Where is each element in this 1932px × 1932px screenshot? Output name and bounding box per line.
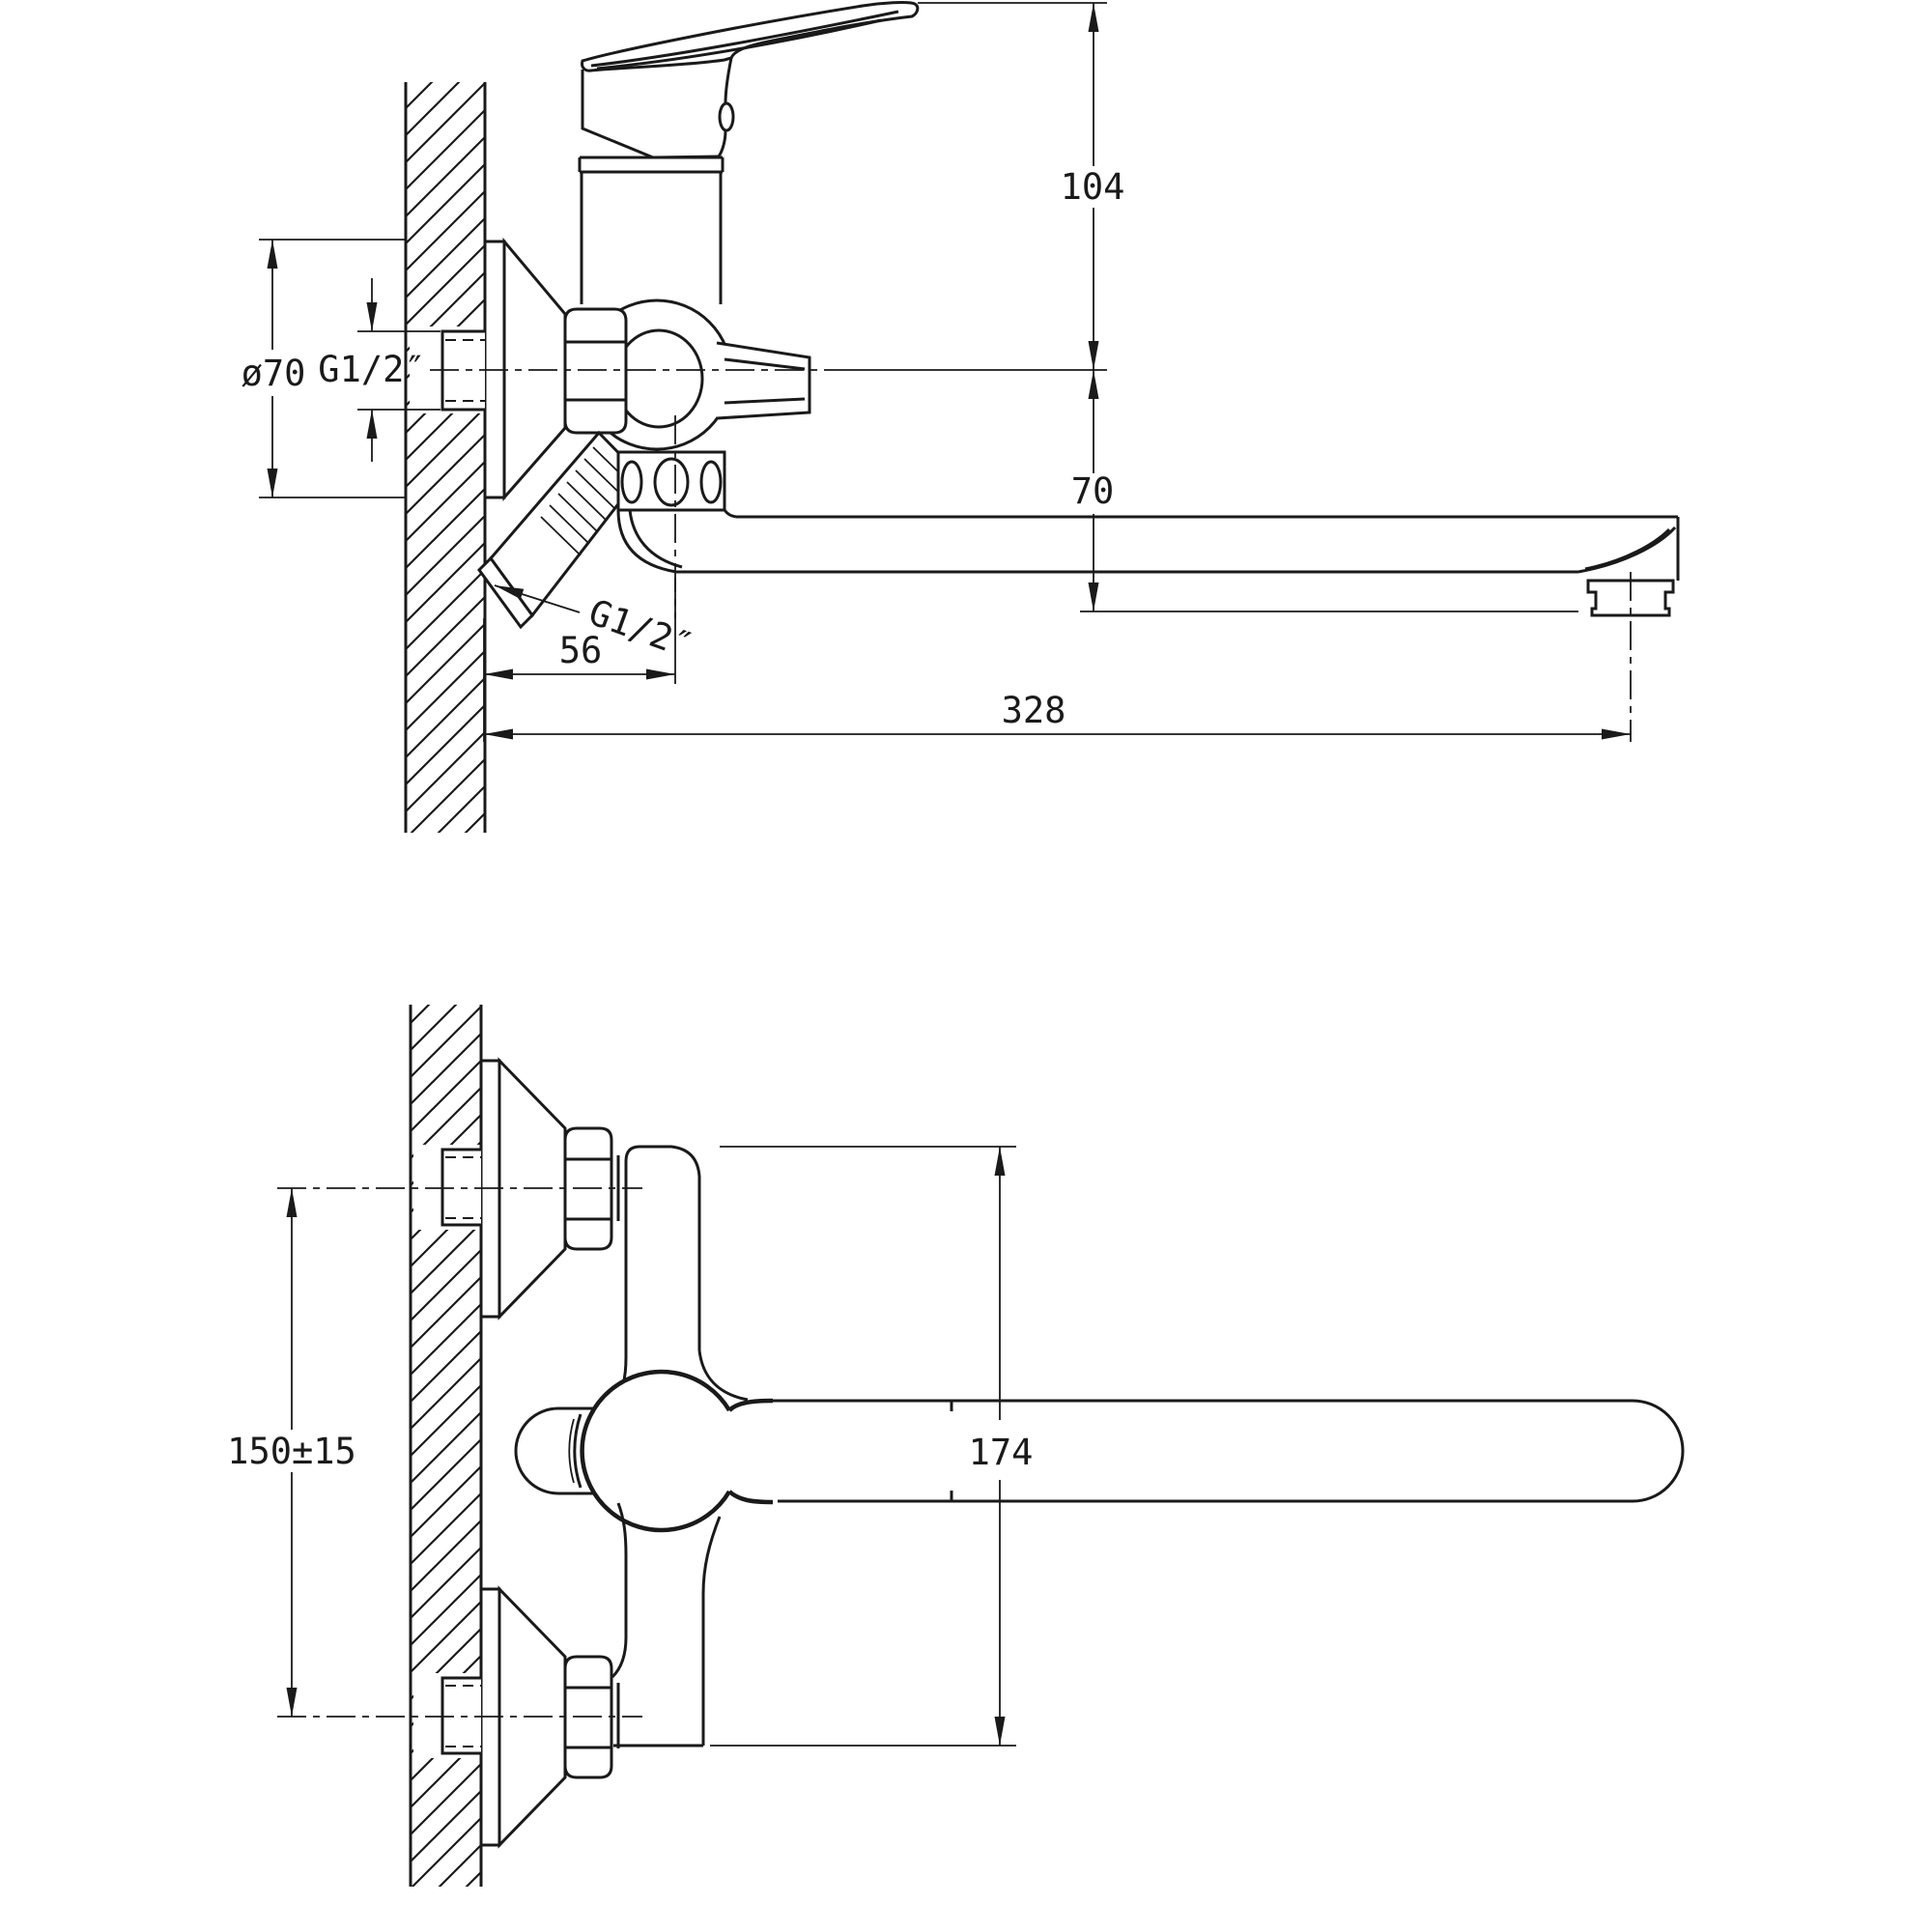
arrowhead-right <box>1602 728 1631 740</box>
wall-nut <box>563 307 628 435</box>
body-upper-right <box>624 1145 701 1350</box>
dim-label-104: 104 <box>1061 166 1125 208</box>
diverter-cone-line <box>724 397 806 405</box>
wall-hatch <box>406 82 485 833</box>
dim-label-70: 70 <box>1071 470 1115 512</box>
wall-nipple <box>440 1148 481 1227</box>
knob-joint-arc <box>573 1413 582 1489</box>
arrowhead-down <box>994 1717 1006 1746</box>
arrowhead-left <box>484 668 513 680</box>
body-lower-left <box>611 1502 628 1679</box>
wall-nipple <box>440 1676 481 1755</box>
lever-pivot <box>718 101 735 132</box>
diverter-cone <box>716 341 811 420</box>
collar-ring <box>699 460 723 504</box>
dim-spout-drop: 70 <box>1071 370 1578 612</box>
dim-spout-reach: 328 <box>484 690 1631 740</box>
lever-neck <box>717 129 727 157</box>
side-view: 104 70 ø70 G1/2 <box>242 1 1680 833</box>
dim-label-328: 328 <box>1002 690 1066 731</box>
spout-2 <box>773 1399 1685 1503</box>
lever-end-blob <box>580 1369 731 1533</box>
lever-neck <box>724 57 733 104</box>
handle-lever <box>578 1 920 304</box>
arrowhead-up <box>1088 370 1099 399</box>
faucet-body-2 <box>514 1145 774 1747</box>
arrowhead-up <box>994 1147 1006 1176</box>
dim-label-150: 150±15 <box>227 1431 356 1472</box>
spout-elbow-inner <box>628 509 683 569</box>
dim-wall-thread: G1/2″ <box>318 278 440 462</box>
wall-section <box>404 82 487 833</box>
dim-body-width: 174 <box>710 1146 1034 1747</box>
arrowhead-down <box>366 302 378 331</box>
spout-tube-outline <box>773 1399 1685 1503</box>
body-lower-right <box>701 1516 722 1746</box>
plan-view: 150±15 174 <box>227 1005 1685 1887</box>
collar-ring <box>653 457 690 507</box>
arrowhead-down <box>1088 582 1099 611</box>
arrowhead-up <box>267 240 278 269</box>
dim-escutcheon-diameter: ø70 <box>242 239 406 498</box>
spout-elbow-outer <box>616 509 677 574</box>
spout-elbow-top <box>723 509 737 519</box>
collar-ring <box>620 460 643 504</box>
arrowhead-down <box>267 469 278 497</box>
lever-blade-line <box>590 10 899 68</box>
dim-label-dia70: ø70 <box>242 353 306 394</box>
spout <box>616 509 1680 617</box>
dim-label-g12-wall: G1/2″ <box>318 349 425 390</box>
dim-wall-offset: 56 <box>483 578 676 742</box>
arrowhead-down <box>286 1688 298 1717</box>
diverter-cone-line <box>724 357 806 371</box>
knob-joint-arc <box>568 1418 575 1484</box>
neck-upper-right <box>697 1350 749 1402</box>
arrowhead-down <box>1088 341 1099 370</box>
arrowhead-up <box>286 1188 298 1217</box>
dim-handle-height: 104 <box>840 2 1125 371</box>
arrowhead-up <box>1088 3 1099 32</box>
blob-tube-fillet-bottom <box>727 1490 774 1505</box>
arrowhead-left <box>484 728 513 740</box>
handle-cap-edge <box>581 70 654 159</box>
spout-lip-inner <box>1584 527 1671 571</box>
lever-blade-line <box>596 18 882 71</box>
arrowhead-up <box>366 410 378 439</box>
faucet-body <box>440 237 811 630</box>
spout-lip-outer <box>1577 526 1677 574</box>
dim-label-56: 56 <box>559 630 603 671</box>
arrowhead-leader <box>495 585 525 600</box>
arrowhead-right <box>646 668 675 680</box>
dim-label-174: 174 <box>969 1432 1034 1473</box>
blob-tube-fillet-top <box>727 1398 774 1412</box>
dim-connection-spacing: 150±15 <box>227 1188 356 1717</box>
